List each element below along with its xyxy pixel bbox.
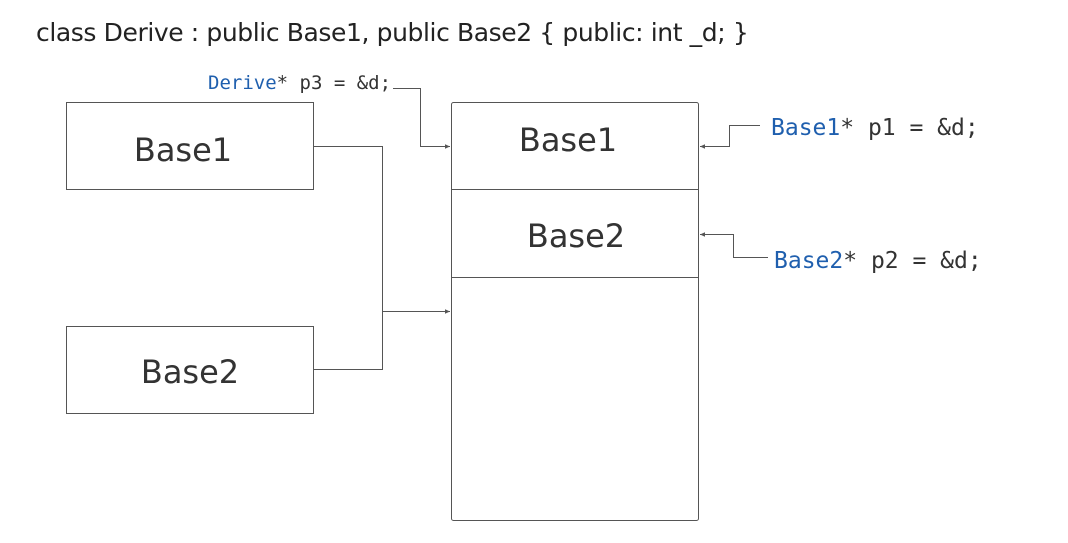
pointer-p3-expression: * p3 = &d;: [277, 72, 391, 94]
pointer-p3-arrow: [393, 88, 450, 149]
standalone-base2-label: Base2: [141, 353, 239, 391]
pointer-p1-label: Base1* p1 = &d;: [771, 115, 979, 141]
derive-object-box: Base1 Base2: [451, 102, 699, 521]
class-declaration-heading: class Derive : public Base1, public Base…: [36, 18, 749, 47]
pointer-p1-expression: * p1 = &d;: [840, 115, 978, 141]
derive-base2-section-label: Base2: [527, 217, 625, 255]
standalone-base1-label: Base1: [134, 131, 232, 169]
pointer-p3-label: Derive* p3 = &d;: [208, 72, 391, 94]
pointer-p1-arrow: [700, 125, 760, 149]
pointer-p2-type: Base2: [774, 248, 843, 274]
pointer-p2-label: Base2* p2 = &d;: [774, 248, 982, 274]
base2-connector-line: [314, 311, 383, 370]
pointer-p1-type: Base1: [771, 115, 840, 141]
pointer-p2-arrow: [700, 232, 768, 258]
standalone-base1-box: Base1: [66, 102, 314, 190]
pointer-p2-expression: * p2 = &d;: [843, 248, 981, 274]
derive-base1-section-label: Base1: [519, 121, 617, 159]
base1-connector-line: [314, 146, 383, 312]
pointer-p3-type: Derive: [208, 72, 277, 94]
standalone-base2-box: Base2: [66, 326, 314, 414]
